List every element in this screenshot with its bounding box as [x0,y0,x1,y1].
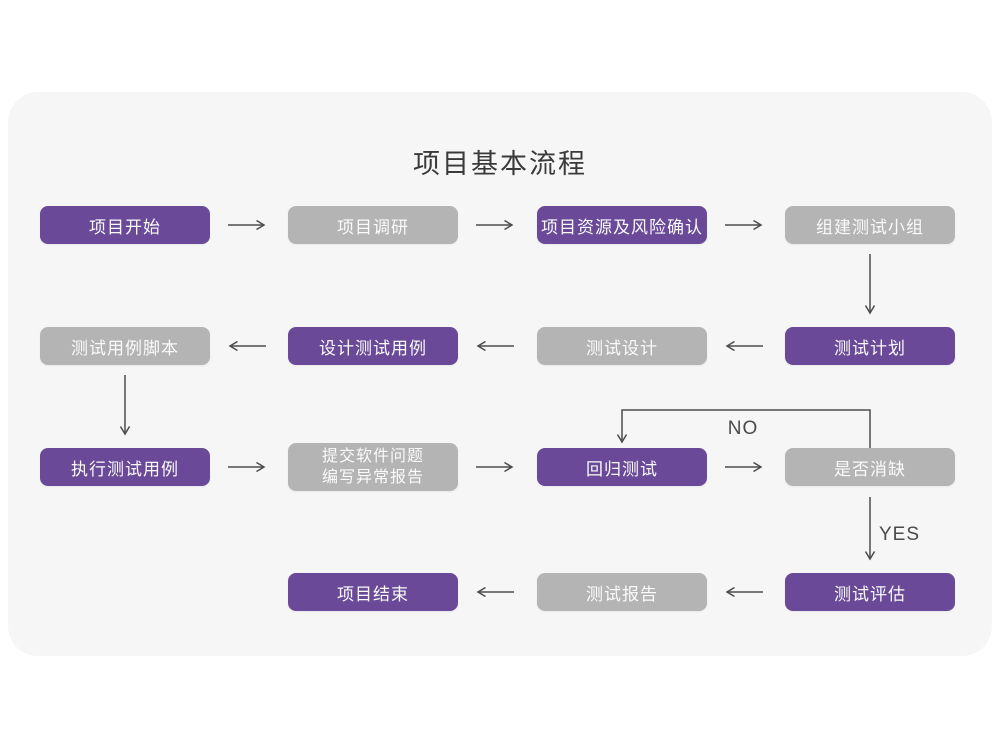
node-submit-issues-line1: 提交软件问题 [321,448,424,465]
node-test-design: 测试设计 [537,327,707,365]
node-build-test-team: 组建测试小组 [785,206,955,244]
node-defect-cleared: 是否消缺 [785,448,955,486]
page-title: 项目基本流程 [413,149,587,179]
node-resources-risk: 项目资源及风险确认 [537,206,707,244]
node-execute-test-cases: 执行测试用例 [40,448,210,486]
node-submit-issues: 提交软件问题 编写异常报告 [288,443,458,491]
node-test-evaluation: 测试评估 [785,573,955,611]
node-regression-test: 回归测试 [537,448,707,486]
node-project-start: 项目开始 [40,206,210,244]
node-test-plan: 测试计划 [785,327,955,365]
flowchart-card [8,92,992,656]
node-test-case-script: 测试用例脚本 [40,327,210,365]
node-design-test-cases: 设计测试用例 [288,327,458,365]
node-project-end: 项目结束 [288,573,458,611]
node-submit-issues-line2: 编写异常报告 [321,469,424,486]
node-project-research: 项目调研 [288,206,458,244]
node-test-report: 测试报告 [537,573,707,611]
